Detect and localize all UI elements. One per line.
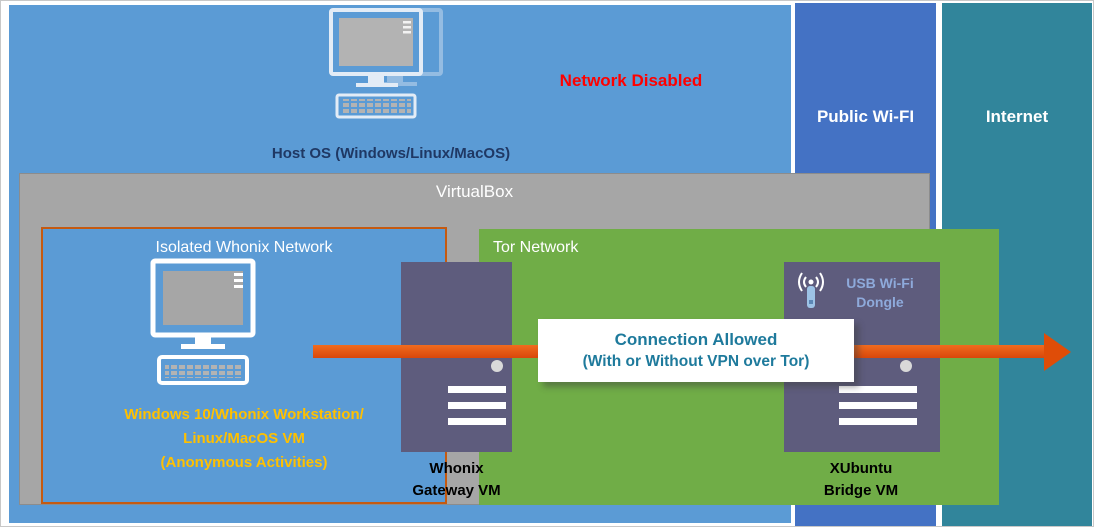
bridge-server-lines-icon [839,386,917,434]
workstation-description: Windows 10/Whonix Workstation/ Linux/Mac… [45,403,443,475]
connection-allowed-label: Connection Allowed (With or Without VPN … [538,319,854,382]
gateway-server-lines-icon [448,386,506,434]
host-computer-icon [319,7,464,133]
connection-allowed-line2: (With or Without VPN over Tor) [582,353,810,370]
gateway-vm-label-line1: Whonix [429,460,484,477]
dongle-label-line2: Dongle [856,294,904,310]
workstation-line2: Linux/MacOS VM [183,430,305,447]
bridge-indicator-dot [900,360,912,372]
bridge-vm-label-line1: XUbuntu [829,460,893,477]
host-os-label: Host OS (Windows/Linux/MacOS) [271,145,511,162]
internet-label: Internet [985,107,1049,126]
virtualbox-label: VirtualBox [435,182,514,201]
wifi-icon [794,270,828,319]
bridge-vm-label-line2: Bridge VM [823,482,899,499]
usb-wifi-dongle-label: USB Wi-Fi Dongle [828,270,932,312]
public-wifi-label: Public Wi-FI [816,107,915,126]
network-disabled-status: Network Disabled [559,71,703,90]
workstation-line1: Windows 10/Whonix Workstation/ [124,406,364,423]
workstation-computer-icon [139,257,279,392]
gateway-indicator-dot [491,360,503,372]
tor-network-title: Tor Network [493,239,579,256]
gateway-vm-label: Whonix Gateway VM [394,458,519,502]
dongle-label-line1: USB Wi-Fi [846,275,914,291]
gateway-vm-label-line2: Gateway VM [412,482,501,499]
isolated-network-title: Isolated Whonix Network [155,239,333,256]
connection-allowed-line1: Connection Allowed [614,330,778,349]
connection-arrow-head [1044,333,1071,371]
usb-wifi-dongle: USB Wi-Fi Dongle [794,270,932,319]
workstation-line3: (Anonymous Activities) [160,454,328,471]
bridge-vm-label: XUbuntu Bridge VM [791,458,931,502]
